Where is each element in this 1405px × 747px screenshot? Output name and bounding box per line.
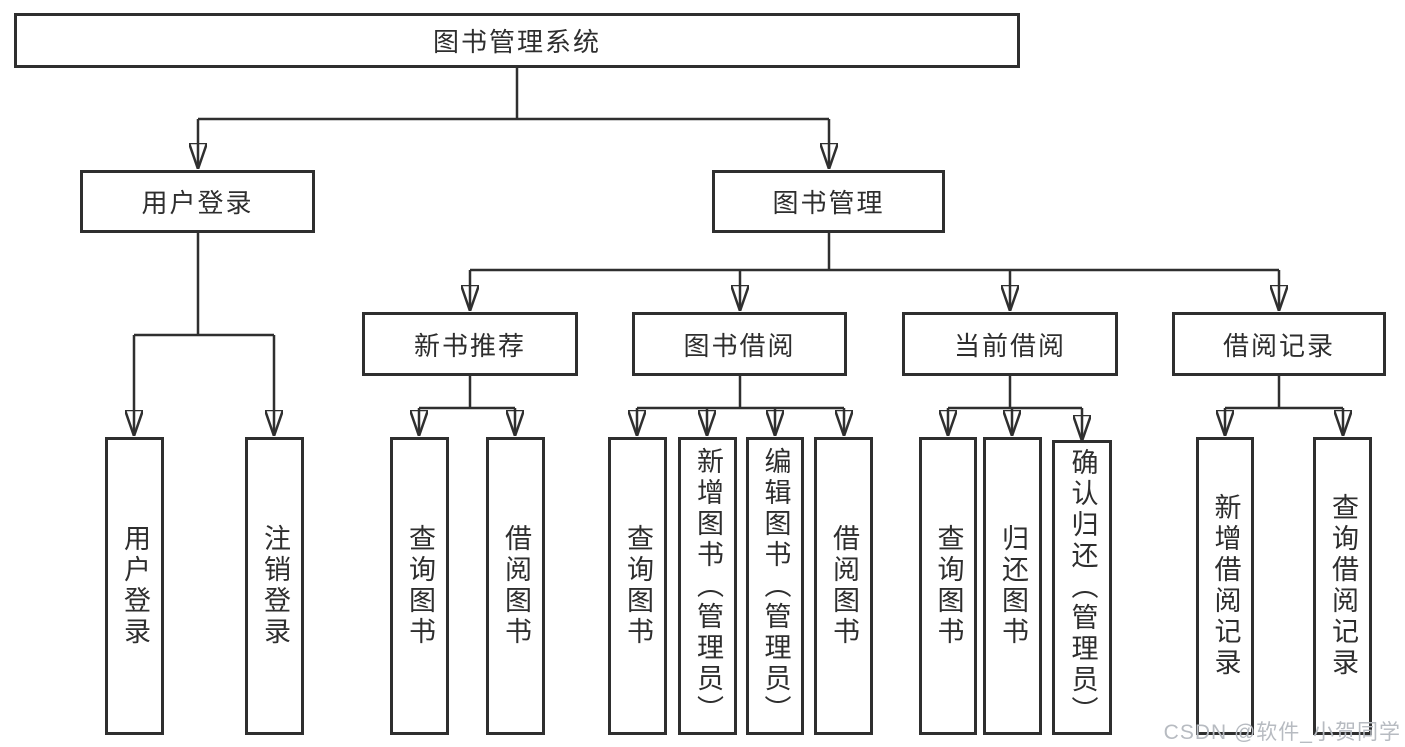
- leaf-borrow-add-books-admin-label: 新增图书（管理员）: [693, 446, 723, 726]
- leaf-records-query-record: 查询借阅记录: [1313, 437, 1372, 735]
- leaf-borrow-borrow-books: 借阅图书: [814, 437, 873, 735]
- connector-borrow-to-leaves: [637, 376, 844, 436]
- node-user-login: 用户登录: [80, 170, 315, 233]
- connector-current-to-leaves: [948, 376, 1082, 441]
- leaf-recommend-borrow-books: 借阅图书: [486, 437, 545, 735]
- node-book-borrow-label: 图书借阅: [683, 330, 796, 361]
- leaf-borrow-edit-books-admin: 编辑图书（管理员）: [746, 437, 804, 735]
- connector-records-to-leaves: [1225, 376, 1343, 436]
- leaf-current-query-books: 查询图书: [919, 437, 977, 735]
- leaf-records-add-record-label: 新增借阅记录: [1210, 493, 1241, 679]
- node-borrow-records-label: 借阅记录: [1222, 330, 1335, 361]
- node-user-login-label: 用户登录: [141, 188, 254, 218]
- connector-user-login-to-leaves: [134, 233, 274, 436]
- leaf-recommend-borrow-books-label: 借阅图书: [501, 524, 531, 648]
- leaf-borrow-borrow-books-label: 借阅图书: [829, 524, 859, 648]
- leaf-borrow-add-books-admin: 新增图书（管理员）: [678, 437, 737, 735]
- node-book-borrow: 图书借阅: [632, 312, 847, 376]
- leaf-user-login-label: 用户登录: [120, 524, 150, 648]
- node-book-management-label: 图书管理: [772, 188, 885, 218]
- leaf-current-query-books-label: 查询图书: [933, 524, 964, 648]
- leaf-user-login: 用户登录: [105, 437, 164, 735]
- connector-book-mgmt-to-level3: [470, 233, 1279, 311]
- leaf-borrow-query-books-label: 查询图书: [623, 524, 653, 648]
- leaf-logout: 注销登录: [245, 437, 304, 735]
- leaf-logout-label: 注销登录: [260, 524, 290, 648]
- leaf-current-confirm-return-admin-label: 确认归还（管理员）: [1067, 448, 1098, 727]
- leaf-records-add-record: 新增借阅记录: [1196, 437, 1254, 735]
- leaf-borrow-query-books: 查询图书: [608, 437, 667, 735]
- node-current-borrow: 当前借阅: [902, 312, 1118, 376]
- node-current-borrow-label: 当前借阅: [953, 330, 1066, 361]
- node-new-book-recommend-label: 新书推荐: [413, 330, 526, 361]
- leaf-current-confirm-return-admin: 确认归还（管理员）: [1052, 440, 1112, 735]
- node-borrow-records: 借阅记录: [1172, 312, 1386, 376]
- leaf-current-return-books: 归还图书: [983, 437, 1042, 735]
- csdn-watermark: CSDN @软件_小贺同学: [1163, 721, 1401, 744]
- node-root: 图书管理系统: [14, 13, 1020, 68]
- node-book-management: 图书管理: [712, 170, 945, 233]
- connector-recommend-to-leaves: [419, 376, 515, 436]
- node-root-label: 图书管理系统: [432, 27, 601, 57]
- leaf-current-return-books-label: 归还图书: [998, 524, 1028, 648]
- leaf-borrow-edit-books-admin-label: 编辑图书（管理员）: [760, 446, 791, 726]
- node-new-book-recommend: 新书推荐: [362, 312, 578, 376]
- leaf-records-query-record-label: 查询借阅记录: [1328, 493, 1358, 679]
- connector-root-to-level2: [198, 68, 829, 169]
- leaf-recommend-query-books: 查询图书: [390, 437, 449, 735]
- leaf-recommend-query-books-label: 查询图书: [405, 524, 435, 648]
